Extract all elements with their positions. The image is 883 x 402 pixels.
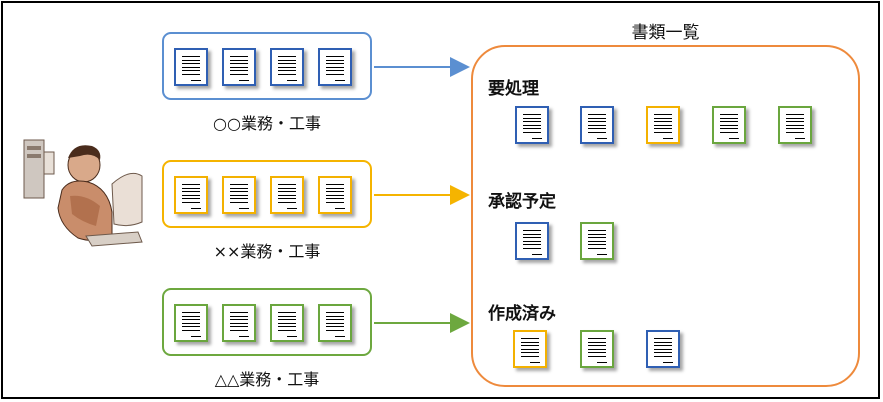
- document-icon: [174, 304, 208, 342]
- document-icon: [174, 48, 208, 86]
- document-icon: [270, 304, 304, 342]
- group-label-2: ××業務・工事: [213, 242, 321, 261]
- section-label-3: 作成済み: [488, 304, 556, 324]
- group-box-3: [162, 288, 372, 356]
- document-icon: [515, 106, 549, 144]
- group-box-2: [162, 160, 372, 228]
- section-label-1: 要処理: [488, 79, 539, 99]
- person-at-computer-icon: [23, 139, 143, 247]
- group-label-1: ○○業務・工事: [213, 114, 321, 133]
- document-list-panel: [471, 45, 860, 387]
- document-icon: [580, 106, 614, 144]
- section-label-2: 承認予定: [488, 192, 556, 212]
- document-icon: [778, 106, 812, 144]
- document-icon: [513, 330, 547, 368]
- document-icon: [222, 176, 256, 214]
- document-icon: [318, 304, 352, 342]
- document-icon: [515, 222, 549, 260]
- document-icon: [580, 330, 614, 368]
- document-icon: [646, 330, 680, 368]
- document-icon: [222, 304, 256, 342]
- document-icon: [580, 222, 614, 260]
- document-icon: [318, 48, 352, 86]
- group-label-3: △△業務・工事: [214, 370, 320, 389]
- document-icon: [222, 48, 256, 86]
- document-icon: [270, 176, 304, 214]
- document-icon: [174, 176, 208, 214]
- document-icon: [712, 106, 746, 144]
- document-icon: [270, 48, 304, 86]
- document-icon: [646, 106, 680, 144]
- group-box-1: [162, 32, 372, 100]
- list-title: 書類一覧: [631, 23, 700, 43]
- document-icon: [318, 176, 352, 214]
